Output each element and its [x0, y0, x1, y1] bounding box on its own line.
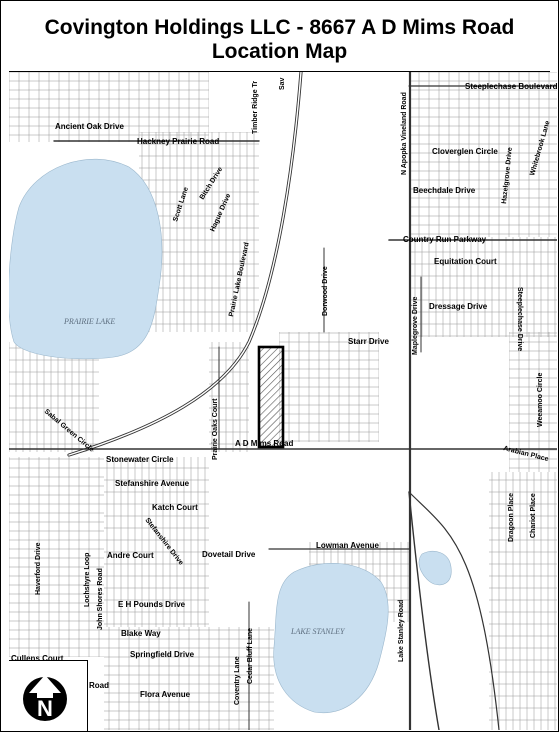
label-haverford: Haverford Drive	[35, 542, 42, 595]
label-flora: Flora Avenue	[140, 690, 191, 699]
label-andre: Andre Court	[107, 551, 154, 560]
label-cullens: Cullens Court	[11, 654, 64, 663]
map-canvas: PRAIRIE LAKE LAKE STANLEY Steeplechase B…	[9, 72, 557, 730]
label-chariot: Chariot Place	[530, 493, 537, 538]
north-letter: N	[37, 696, 53, 721]
label-blake: Blake Way	[121, 629, 161, 638]
label-starr: Starr Drive	[348, 337, 389, 346]
label-springfield: Springfield Drive	[130, 650, 195, 659]
label-steeplechase-blvd: Steeplechase Boulevard	[465, 82, 557, 91]
location-map[interactable]: PRAIRIE LAKE LAKE STANLEY Steeplechase B…	[9, 72, 557, 730]
label-lake-stanley-road: Lake Stanley Road	[398, 600, 405, 662]
label-steeplechase-drive: Steeplechase Drive	[516, 287, 523, 351]
label-coventry: Coventry Lane	[234, 656, 241, 705]
label-dovetail: Dovetail Drive	[202, 550, 256, 559]
label-country-run: Country Run Parkway	[403, 235, 487, 244]
title-block: Covington Holdings LLC - 8667 A D Mims R…	[9, 8, 550, 72]
label-lowman: Lowman Avenue	[316, 541, 380, 550]
label-john-shores: John Shores Road	[97, 568, 104, 630]
lake-stanley-road-line	[408, 491, 440, 730]
label-stefanshire-ave: Stefanshire Avenue	[115, 479, 190, 488]
label-dragoon: Dragoon Place	[508, 493, 515, 542]
label-maplegrove: Maplegrove Drive	[412, 297, 419, 355]
map-title: Covington Holdings LLC - 8667 A D Mims R…	[44, 16, 515, 39]
small-pond	[418, 551, 452, 586]
label-beechdale: Beechdale Drive	[413, 186, 476, 195]
label-hackney-prairie: Hackney Prairie Road	[137, 137, 219, 146]
label-eh-pounds: E H Pounds Drive	[118, 600, 186, 609]
label-cedar-bluff: Cedar Bluff Lane	[247, 628, 254, 684]
label-ad-mims: A D Mims Road	[235, 439, 293, 448]
subject-parcel	[257, 345, 285, 449]
prairie-lake	[9, 158, 163, 360]
label-timber-ridge: Timber Ridge Tr	[252, 81, 259, 134]
north-arrow-icon: N	[23, 675, 67, 721]
label-stonewater: Stonewater Circle	[106, 455, 174, 464]
label-sav: Sav	[279, 77, 286, 90]
label-lochshyre: Lochshyre Loop	[84, 553, 91, 607]
north-arrow-box: N	[9, 660, 88, 731]
label-equitation: Equitation Court	[434, 257, 497, 266]
label-n-apopka-vineland: N Apopka Vineland Road	[401, 92, 408, 175]
water-bodies	[9, 158, 452, 714]
subdivision-lots	[9, 72, 557, 730]
prairie-lake-label: PRAIRIE LAKE	[63, 317, 115, 326]
label-road: Road	[89, 681, 109, 690]
label-prairie-oaks: Prairie Oaks Court	[212, 398, 219, 460]
map-subtitle: Location Map	[211, 40, 348, 63]
label-dressage: Dressage Drive	[429, 302, 488, 311]
label-dorwood: Dorwood Drive	[322, 266, 329, 316]
label-cloverglen: Cloverglen Circle	[432, 147, 498, 156]
label-katch: Katch Court	[152, 503, 198, 512]
label-weeamoo: Weeamoo Circle	[537, 373, 544, 427]
lake-stanley-label: LAKE STANLEY	[290, 627, 346, 636]
lake-stanley	[273, 563, 389, 714]
east-curve	[408, 491, 500, 730]
major-roads	[9, 72, 557, 730]
label-ancient-oak: Ancient Oak Drive	[55, 122, 124, 131]
